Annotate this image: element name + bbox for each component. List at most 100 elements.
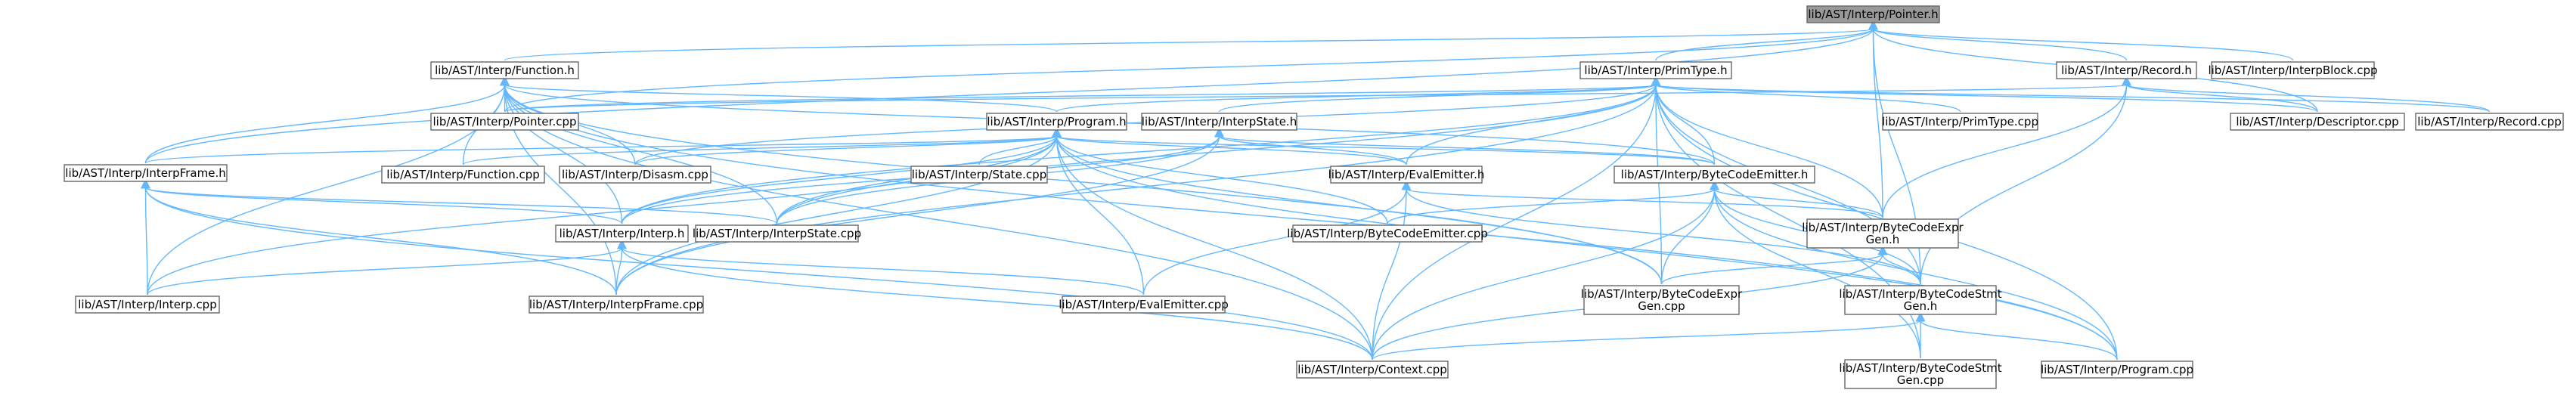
node-record-cpp[interactable]: lib/AST/Interp/Record.cpp xyxy=(2415,113,2564,131)
node-function-cpp[interactable]: lib/AST/Interp/Function.cpp xyxy=(381,166,545,184)
node-interp-h[interactable]: lib/AST/Interp/Interp.h xyxy=(555,224,689,243)
edge-primtype_h-to-interpframe_cpp xyxy=(615,76,1661,296)
node-box xyxy=(529,296,704,314)
node-box xyxy=(2041,361,2193,379)
node-label: lib/AST/Interp/Program.h xyxy=(987,115,1126,128)
node-label: lib/AST/Interp/InterpState.cpp xyxy=(693,227,861,240)
node-box xyxy=(1806,5,1940,23)
node-box xyxy=(986,113,1127,131)
node-pointer-h[interactable]: lib/AST/Interp/Pointer.h xyxy=(1806,5,1940,23)
edge-pointer_h-to-bytecodeexprgen_h xyxy=(1868,20,1883,218)
node-label: lib/AST/Interp/Interp.cpp xyxy=(78,298,216,311)
node-box xyxy=(1844,359,1997,389)
edge-program_h-to-program_cpp xyxy=(1052,127,2118,361)
edge-program_h-to-disasm_cpp xyxy=(634,127,1062,166)
node-box xyxy=(555,224,689,243)
node-label: lib/AST/Interp/ByteCodeEmitter.cpp xyxy=(1287,227,1487,240)
edge-interpstate_h-to-bytecodeemitter_h xyxy=(1214,127,1716,166)
node-label: lib/AST/Interp/Record.h xyxy=(2061,63,2192,77)
node-label: lib/AST/Interp/InterpFrame.cpp xyxy=(529,298,703,311)
edge-record_h-to-bytecodeexprgen_h xyxy=(1882,76,2131,218)
node-label: lib/AST/Interp/Interp.h xyxy=(560,227,685,240)
node-label: lib/AST/Interp/Disasm.cpp xyxy=(562,168,708,181)
node-primtype-cpp[interactable]: lib/AST/Interp/PrimType.cpp xyxy=(1882,113,2038,131)
node-label: lib/AST/Interp/EvalEmitter.cpp xyxy=(1059,298,1229,311)
edge-bytecodeemitter_h-to-bytecodeemitter_cpp xyxy=(1387,180,1719,224)
edge-primtype_h-to-bytecodestmtgen_h xyxy=(1651,76,1921,285)
edge-program_h-to-bytecodeemitter_cpp xyxy=(1052,127,1388,224)
edge-pointer_h-to-interpblock_cpp xyxy=(1868,20,2294,61)
node-box xyxy=(1292,224,1483,243)
edge-program_h-to-interpframe_h xyxy=(144,127,1062,164)
node-evalemitter-cpp[interactable]: lib/AST/Interp/EvalEmitter.cpp xyxy=(1059,296,1229,314)
node-box xyxy=(1330,166,1483,184)
node-label: lib/AST/Interp/PrimType.cpp xyxy=(1882,115,2038,128)
edge-pointer_h-to-interpframe_h xyxy=(144,20,1878,164)
node-primtype-h[interactable]: lib/AST/Interp/PrimType.h xyxy=(1579,61,1732,79)
node-evalemitter-h[interactable]: lib/AST/Interp/EvalEmitter.h xyxy=(1328,166,1485,184)
node-bytecodeemitter-h[interactable]: lib/AST/Interp/ByteCodeEmitter.h xyxy=(1613,166,1815,184)
node-interpframe-h[interactable]: lib/AST/Interp/InterpFrame.h xyxy=(64,164,228,182)
edge-function_h-to-program_cpp xyxy=(500,76,2118,361)
node-interpframe-cpp[interactable]: lib/AST/Interp/InterpFrame.cpp xyxy=(529,296,704,314)
edge-program_h-to-evalemitter_cpp xyxy=(1052,127,1145,296)
edge-program_h-to-evalemitter_h xyxy=(1052,127,1407,166)
node-label: lib/AST/Interp/ByteCodeExpr xyxy=(1581,287,1743,301)
node-context-cpp[interactable]: lib/AST/Interp/Context.cpp xyxy=(1296,361,1449,379)
node-disasm-cpp[interactable]: lib/AST/Interp/Disasm.cpp xyxy=(559,166,711,184)
edge-program_h-to-interpframe_cpp xyxy=(615,127,1062,296)
node-interpstate-cpp[interactable]: lib/AST/Interp/InterpState.cpp xyxy=(693,224,861,243)
edge-program_h-to-bytecodeexprgen_cpp xyxy=(1052,127,1663,285)
node-label: Gen.cpp xyxy=(1897,373,1944,387)
node-box xyxy=(430,113,579,131)
edge-interp_h-to-interpframe_cpp xyxy=(615,239,627,296)
edge-bytecodeexprgen_h-to-bytecodestmtgen_h xyxy=(1877,245,1921,285)
node-state-cpp[interactable]: lib/AST/Interp/State.cpp xyxy=(910,166,1048,184)
node-function-h[interactable]: lib/AST/Interp/Function.h xyxy=(430,61,579,79)
edge-function_h-to-interpframe_h xyxy=(144,76,510,164)
edge-primtype_h-to-record_cpp xyxy=(1651,76,2491,113)
node-interp-cpp[interactable]: lib/AST/Interp/Interp.cpp xyxy=(75,296,220,314)
node-label: lib/AST/Interp/ByteCodeStmt xyxy=(1839,287,2001,301)
node-label: lib/AST/Interp/Pointer.cpp xyxy=(432,115,576,128)
node-box xyxy=(75,296,220,314)
node-box xyxy=(1882,113,2038,131)
nodes-layer: lib/AST/Interp/Pointer.h lib/AST/Interp/F… xyxy=(64,5,2564,389)
node-pointer-cpp[interactable]: lib/AST/Interp/Pointer.cpp xyxy=(430,113,579,131)
node-interpblock-cpp[interactable]: lib/AST/Interp/InterpBlock.cpp xyxy=(2208,61,2378,79)
edge-record_h-to-record_cpp xyxy=(2122,76,2491,113)
node-interpstate-h[interactable]: lib/AST/Interp/InterpState.h xyxy=(1141,113,1297,131)
node-box xyxy=(430,61,579,79)
node-label: Gen.h xyxy=(1904,299,1938,313)
edge-interp_h-to-evalemitter_cpp xyxy=(617,239,1145,296)
edge-interpframe_h-to-context_cpp xyxy=(141,178,1373,361)
edge-primtype_h-to-interpstate_h xyxy=(1218,76,1661,113)
node-descriptor-cpp[interactable]: lib/AST/Interp/Descriptor.cpp xyxy=(2230,113,2405,131)
edge-interpframe_h-to-interp_h xyxy=(141,178,623,224)
node-label: lib/AST/Interp/Pointer.h xyxy=(1808,8,1938,21)
edge-bytecodeemitter_h-to-bytecodeexprgen_h xyxy=(1710,180,1883,218)
edge-interpframe_h-to-interp_cpp xyxy=(141,178,150,296)
node-program-cpp[interactable]: lib/AST/Interp/Program.cpp xyxy=(2041,361,2193,379)
edge-pointer_h-to-pointer_cpp xyxy=(504,20,1878,113)
node-label: lib/AST/Interp/InterpBlock.cpp xyxy=(2208,63,2377,77)
node-box xyxy=(695,224,859,243)
node-box xyxy=(64,164,228,182)
node-program-h[interactable]: lib/AST/Interp/Program.h xyxy=(986,113,1127,131)
node-label: lib/AST/Interp/InterpState.h xyxy=(1142,115,1297,128)
node-box xyxy=(381,166,545,184)
edge-bytecodestmtgen_h-to-program_cpp xyxy=(1915,311,2118,361)
node-box xyxy=(1583,285,1740,315)
edge-bytecodeemitter_h-to-bytecodestmtgen_cpp xyxy=(1710,180,1921,359)
node-label: lib/AST/Interp/State.cpp xyxy=(912,168,1046,181)
node-record-h[interactable]: lib/AST/Interp/Record.h xyxy=(2056,61,2197,79)
node-label: lib/AST/Interp/EvalEmitter.h xyxy=(1328,168,1485,181)
node-box xyxy=(1579,61,1732,79)
edge-program_h-to-interp_cpp xyxy=(147,127,1062,296)
edge-primtype_h-to-interp_h xyxy=(621,76,1661,224)
node-bytecodeemitter-cpp[interactable]: lib/AST/Interp/ByteCodeEmitter.cpp xyxy=(1287,224,1488,243)
